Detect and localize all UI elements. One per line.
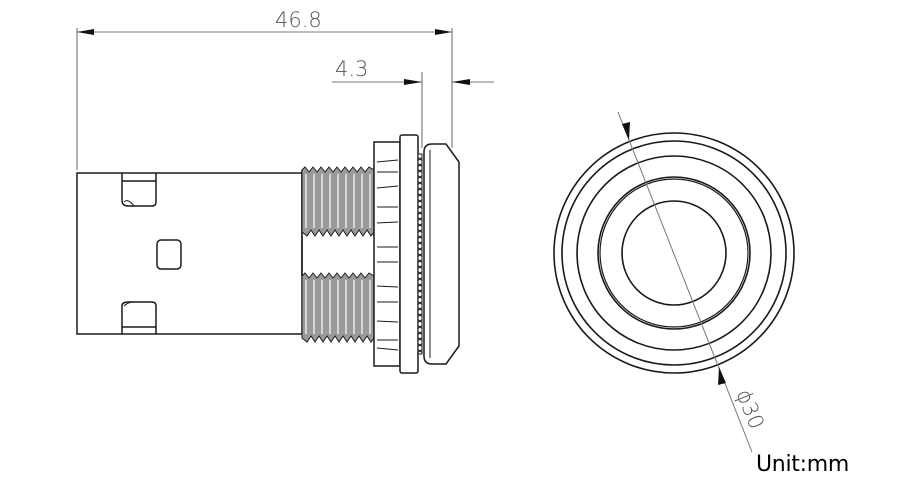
flange	[399, 134, 419, 374]
ring-2	[561, 140, 787, 366]
button-bezel	[423, 143, 460, 365]
dimension-overall-length: 46.8	[76, 8, 453, 170]
hex-nut	[373, 141, 401, 367]
upper-latch	[121, 173, 157, 207]
dim-label-diameter: ϕ30	[731, 386, 768, 433]
ring-4b	[599, 178, 749, 328]
knurled-washer	[417, 153, 423, 355]
ring-3	[576, 155, 772, 351]
center-key	[156, 239, 182, 270]
dimension-bezel-thickness: 4.3	[332, 57, 494, 148]
dim-label-overall: 46.8	[275, 8, 322, 32]
dimension-face-diameter: ϕ30	[617, 111, 769, 453]
outer-ring	[553, 132, 795, 374]
thread-lower	[301, 272, 375, 343]
thread-upper	[301, 166, 375, 237]
front-view	[553, 132, 795, 374]
lower-latch	[121, 301, 157, 334]
rear-body	[76, 172, 303, 335]
side-view	[76, 134, 460, 374]
dim-label-bezel: 4.3	[335, 57, 368, 81]
button-center	[621, 200, 727, 306]
unit-label: Unit:mm	[756, 452, 849, 477]
ring-4a	[597, 176, 751, 330]
